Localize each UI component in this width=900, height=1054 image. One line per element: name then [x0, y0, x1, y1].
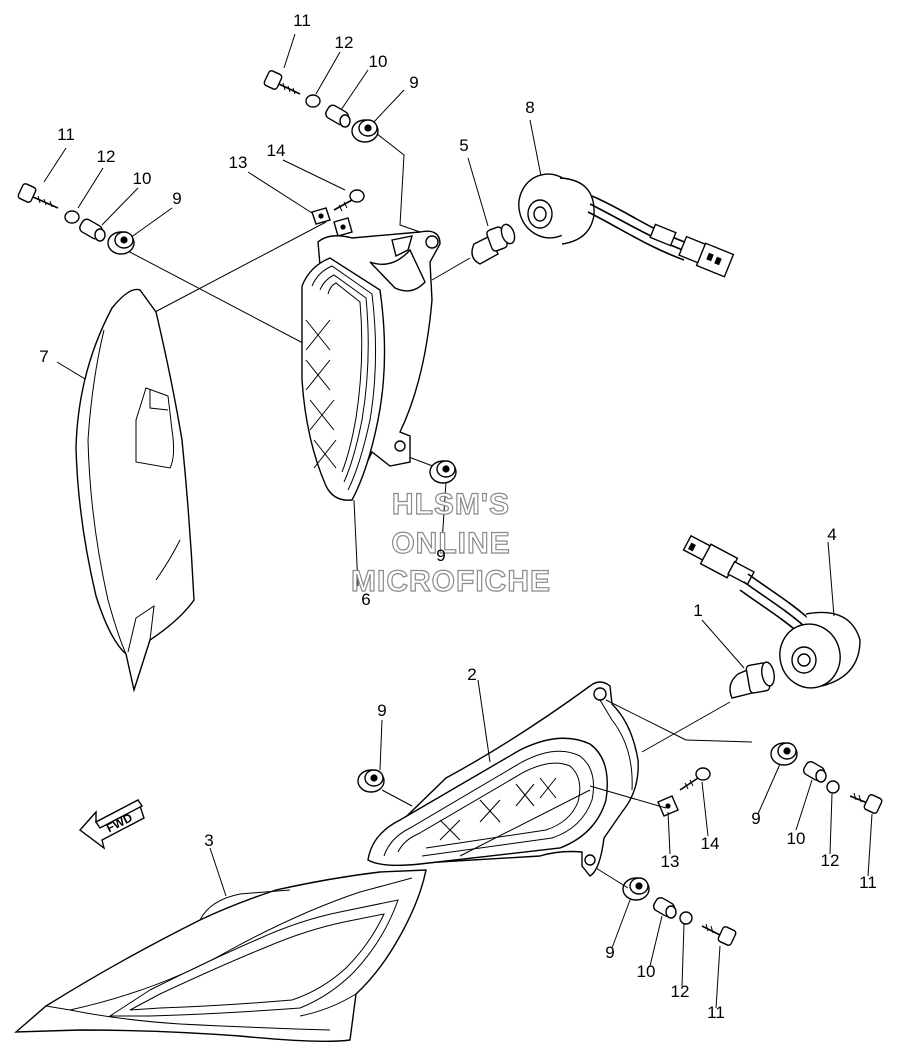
bolt-11-top: [263, 70, 301, 95]
callout-13: 13: [229, 153, 248, 172]
screw-14-upper: [333, 189, 365, 212]
upper-hardware: [17, 70, 516, 484]
callout-12: 12: [335, 33, 354, 52]
callout-9: 9: [377, 701, 386, 720]
callout-11: 11: [859, 873, 877, 892]
watermark-line-1: HLSM'S: [392, 488, 510, 521]
clip-nut-13-lower: [657, 795, 679, 817]
callout-11: 11: [707, 1003, 725, 1022]
callout-labels: 11 12 10 9 8 5 11 12 10 9 13 14 7 9 6 4 …: [39, 11, 877, 1022]
callout-9: 9: [605, 943, 614, 962]
side-cover-3: [14, 869, 427, 1043]
callout-6: 6: [361, 590, 370, 609]
collar-10-right: [802, 761, 827, 783]
grommet-9-lamp: [429, 460, 457, 484]
bulb-1: [729, 661, 775, 699]
screw-14-lower: [679, 767, 711, 791]
callout-11: 11: [57, 125, 75, 144]
callout-9: 9: [436, 546, 445, 565]
collar-10-bottom: [652, 897, 677, 919]
callout-9: 9: [172, 189, 181, 208]
callout-10: 10: [637, 962, 656, 981]
callout-12: 12: [97, 147, 116, 166]
bolt-11-left: [17, 183, 59, 209]
callout-3: 3: [204, 831, 213, 850]
watermark-line-2: ONLINE: [391, 527, 510, 560]
callout-4: 4: [827, 525, 836, 544]
callout-14: 14: [701, 834, 720, 853]
watermark-line-3: MICROFICHE: [351, 565, 551, 598]
lower-hardware: [357, 742, 883, 946]
callout-9: 9: [751, 809, 760, 828]
bolt-11-right: [849, 792, 883, 814]
grommet-9-left: [107, 231, 135, 255]
grommet-9-right: [770, 742, 798, 766]
grommet-9-bottom: [622, 877, 650, 901]
washer-12-bottom: [679, 911, 693, 925]
callout-5: 5: [459, 136, 468, 155]
callout-14: 14: [267, 141, 286, 160]
callout-11: 11: [293, 11, 311, 30]
bolt-11-bottom: [701, 923, 737, 946]
callout-7: 7: [39, 347, 48, 366]
bulb-5: [471, 223, 516, 265]
turn-signal-housing-6: [301, 230, 441, 501]
callout-8: 8: [525, 98, 534, 117]
callout-13: 13: [661, 852, 680, 871]
clip-nut-13-upper: [311, 207, 353, 237]
callout-10: 10: [787, 829, 806, 848]
socket-harness-4: [682, 534, 861, 689]
callout-10: 10: [369, 52, 388, 71]
watermark: HLSM'S ONLINE MICROFICHE: [350, 487, 551, 598]
callout-12: 12: [821, 851, 840, 870]
collar-10-left: [79, 218, 106, 242]
socket-harness-8: [518, 173, 735, 278]
grommet-9-lamp2: [357, 769, 385, 793]
callout-10: 10: [133, 169, 152, 188]
lower-leader-lines: [209, 541, 873, 1009]
collar-10-top: [325, 104, 351, 128]
washer-12-right: [826, 780, 840, 794]
callout-2: 2: [467, 665, 476, 684]
grommet-9-top: [351, 119, 379, 143]
callout-9: 9: [409, 73, 418, 92]
fwd-direction-badge: FWD: [78, 798, 145, 850]
turn-signal-housing-2: [367, 681, 639, 877]
upper-leader-lines: [43, 33, 542, 587]
callout-1: 1: [693, 601, 702, 620]
side-cover-7: [75, 288, 195, 693]
callout-12: 12: [671, 982, 690, 1001]
